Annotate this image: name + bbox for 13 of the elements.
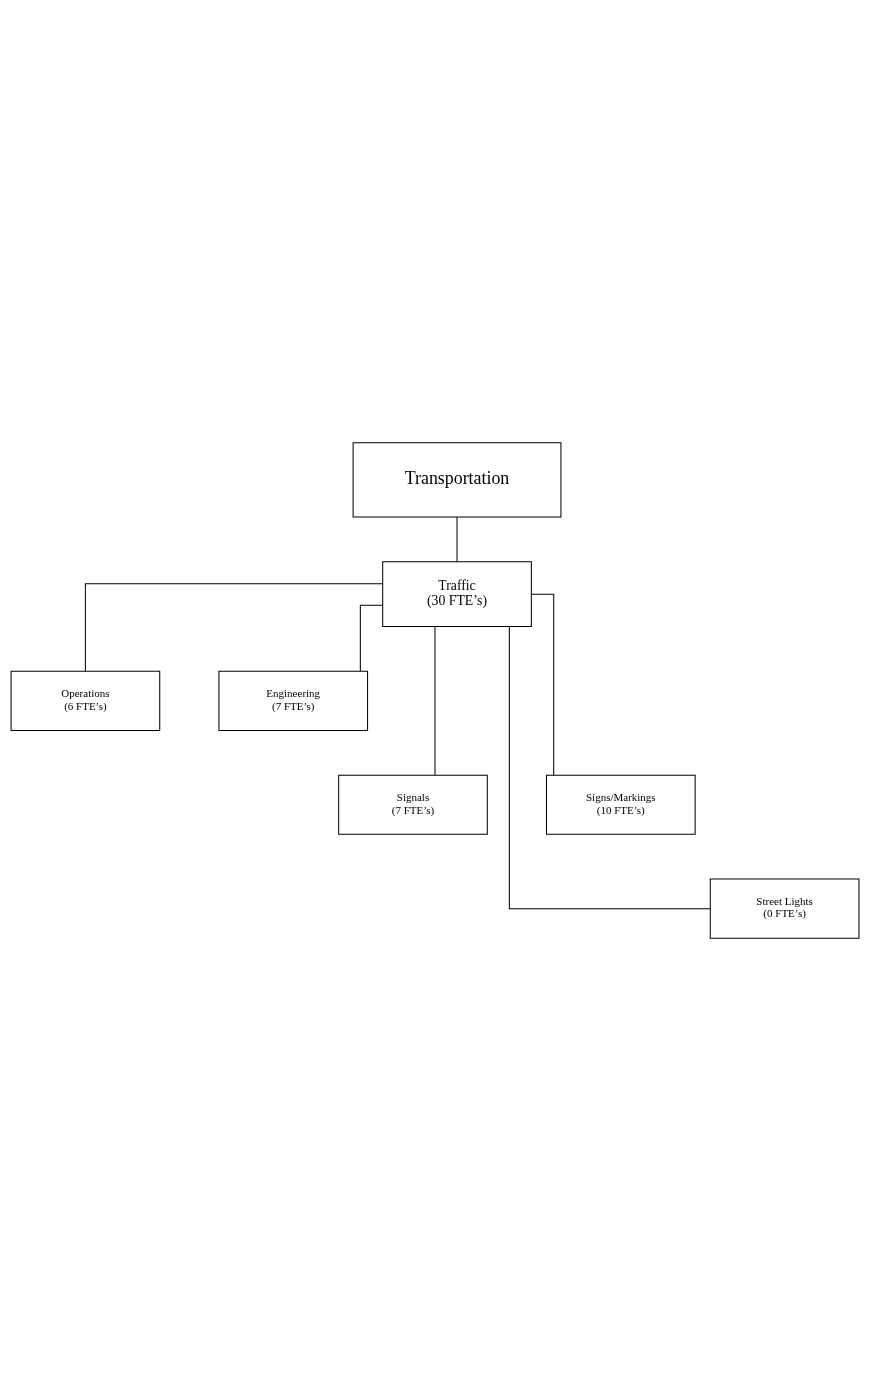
connector [359, 604, 384, 672]
node-box: Engineering (7 FTE’s) [218, 670, 369, 731]
connector [508, 625, 711, 909]
node-box: Transportation [352, 441, 562, 518]
node-box: Operations (6 FTE’s) [10, 670, 161, 731]
node-box: Signals (7 FTE’s) [338, 774, 488, 835]
connector [456, 516, 458, 562]
connector [434, 625, 436, 775]
node-box: Traffic (30 FTE’s) [382, 560, 532, 627]
connector [531, 593, 555, 776]
node-box: Street Lights (0 FTE’s) [709, 878, 860, 939]
node-box: Signs/Markings (10 FTE’s) [545, 774, 696, 835]
connector [84, 582, 383, 671]
